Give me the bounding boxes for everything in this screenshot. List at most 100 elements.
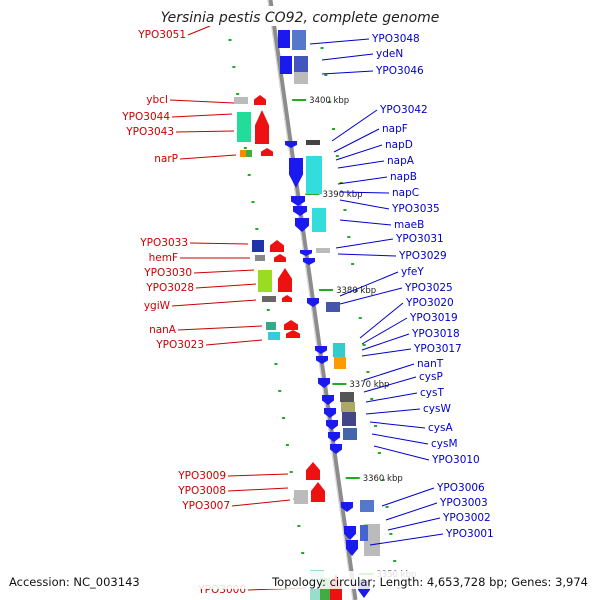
gene-label-YPO3051[interactable]: YPO3051 xyxy=(137,29,186,41)
gene-arrow-forward xyxy=(295,218,309,232)
label-leader xyxy=(335,238,394,249)
gene-block xyxy=(255,255,265,261)
gene-label-narP[interactable]: narP xyxy=(154,153,178,165)
gene-label-yfeY[interactable]: yfeY xyxy=(401,266,424,278)
gene-label-YPO3044[interactable]: YPO3044 xyxy=(121,111,170,123)
gene-label-cysW[interactable]: cysW xyxy=(423,403,451,415)
gene-block xyxy=(312,208,326,232)
tick-dot xyxy=(362,344,366,346)
gene-label-YPO3018[interactable]: YPO3018 xyxy=(411,328,460,340)
gene-label-YPO3030[interactable]: YPO3030 xyxy=(143,267,192,279)
tick-dot xyxy=(232,66,236,68)
gene-label-ygiW[interactable]: ygiW xyxy=(144,300,171,312)
tick-dot xyxy=(285,444,289,446)
label-leader xyxy=(331,109,378,142)
gene-label-YPO3031[interactable]: YPO3031 xyxy=(395,233,444,245)
gene-label-nanA[interactable]: nanA xyxy=(149,324,177,336)
gene-arrow-forward xyxy=(324,408,336,418)
label-leader xyxy=(385,502,438,521)
gene-label-YPO3003[interactable]: YPO3003 xyxy=(439,497,488,509)
gene-block xyxy=(234,97,248,104)
gene-label-hemF[interactable]: hemF xyxy=(149,252,178,264)
label-leader xyxy=(381,487,435,507)
gene-arrow-forward xyxy=(346,540,358,556)
gene-label-nanT[interactable]: nanT xyxy=(417,358,444,370)
gene-label-YPO3042[interactable]: YPO3042 xyxy=(379,104,428,116)
gene-block xyxy=(294,56,308,76)
tick-dot xyxy=(366,371,370,373)
label-leader xyxy=(339,191,390,194)
gene-label-cysM[interactable]: cysM xyxy=(431,438,458,450)
gene-label-napB[interactable]: napB xyxy=(390,171,417,183)
gene-arrow-forward xyxy=(285,141,297,148)
tick-dot xyxy=(335,155,339,157)
gene-label-YPO3006[interactable]: YPO3006 xyxy=(436,482,485,494)
gene-label-ybcI[interactable]: ybcI xyxy=(146,94,168,106)
label-leader xyxy=(193,269,255,274)
gene-arrow-forward xyxy=(330,444,342,454)
gene-label-YPO3046[interactable]: YPO3046 xyxy=(375,65,424,77)
gene-block xyxy=(342,412,356,426)
label-leaders xyxy=(169,25,444,591)
gene-label-YPO3020[interactable]: YPO3020 xyxy=(405,297,454,309)
gene-label-napC[interactable]: napC xyxy=(392,187,419,199)
tick-dot xyxy=(251,201,255,203)
label-leader xyxy=(361,317,408,345)
gene-block xyxy=(294,72,308,84)
gene-block xyxy=(360,500,374,512)
gene-label-cysP[interactable]: cysP xyxy=(419,371,443,383)
gene-label-YPO3023[interactable]: YPO3023 xyxy=(155,339,204,351)
tick-dot xyxy=(339,182,343,184)
tick-dot xyxy=(266,309,270,311)
gene-label-napD[interactable]: napD xyxy=(385,139,413,151)
label-leader xyxy=(363,376,417,393)
tick-dot xyxy=(320,47,324,49)
gene-label-YPO3008[interactable]: YPO3008 xyxy=(177,485,226,497)
gene-label-YPO3002[interactable]: YPO3002 xyxy=(442,512,491,524)
gene-label-YPO3019[interactable]: YPO3019 xyxy=(409,312,458,324)
map-title: Yersinia pestis CO92, complete genome xyxy=(161,10,440,26)
label-leader xyxy=(359,302,404,339)
gene-label-YPO3007[interactable]: YPO3007 xyxy=(181,500,230,512)
gene-label-YPO3010[interactable]: YPO3010 xyxy=(431,454,480,466)
gene-arrow-reverse xyxy=(286,330,300,338)
gene-label-YPO3009[interactable]: YPO3009 xyxy=(177,470,226,482)
label-leader xyxy=(371,433,429,445)
gene-block xyxy=(306,156,322,194)
gene-label-YPO3033[interactable]: YPO3033 xyxy=(139,237,188,249)
label-leader xyxy=(189,242,249,245)
label-leader xyxy=(227,487,289,492)
topology-text: Topology: circular; Length: 4,653,728 bp… xyxy=(271,575,588,589)
gene-arrow-forward xyxy=(344,526,356,540)
gene-label-cysA[interactable]: cysA xyxy=(428,422,453,434)
gene-label-YPO3043[interactable]: YPO3043 xyxy=(125,126,174,138)
gene-label-napF[interactable]: napF xyxy=(382,123,408,135)
gene-block xyxy=(326,302,340,312)
gene-label-YPO3048[interactable]: YPO3048 xyxy=(371,33,420,45)
gene-label-YPO3001[interactable]: YPO3001 xyxy=(445,528,494,540)
gene-label-napA[interactable]: napA xyxy=(387,155,415,167)
gene-label-YPO3025[interactable]: YPO3025 xyxy=(404,282,453,294)
gene-arrow-forward xyxy=(291,196,305,206)
label-leader xyxy=(227,473,289,477)
tick-dot xyxy=(393,560,397,562)
gene-label-YPO3017[interactable]: YPO3017 xyxy=(413,343,462,355)
label-leader xyxy=(187,25,211,36)
label-leader xyxy=(339,287,403,305)
gene-arrow-reverse xyxy=(270,240,284,252)
label-leader xyxy=(369,421,426,429)
gene-label-maeB[interactable]: maeB xyxy=(394,219,424,231)
gene-label-ydeN[interactable]: ydeN xyxy=(376,48,403,60)
label-leader xyxy=(333,128,380,153)
gene-arrow-reverse xyxy=(254,95,266,105)
gene-label-cysT[interactable]: cysT xyxy=(420,387,444,399)
gene-label-YPO3035[interactable]: YPO3035 xyxy=(391,203,440,215)
gene-arrow-reverse xyxy=(282,295,292,302)
gene-block xyxy=(252,240,264,252)
gene-label-YPO3028[interactable]: YPO3028 xyxy=(145,282,194,294)
gene-block xyxy=(266,322,276,330)
label-leader xyxy=(339,199,390,210)
gene-label-YPO3029[interactable]: YPO3029 xyxy=(398,250,447,262)
gene-block xyxy=(341,402,355,412)
